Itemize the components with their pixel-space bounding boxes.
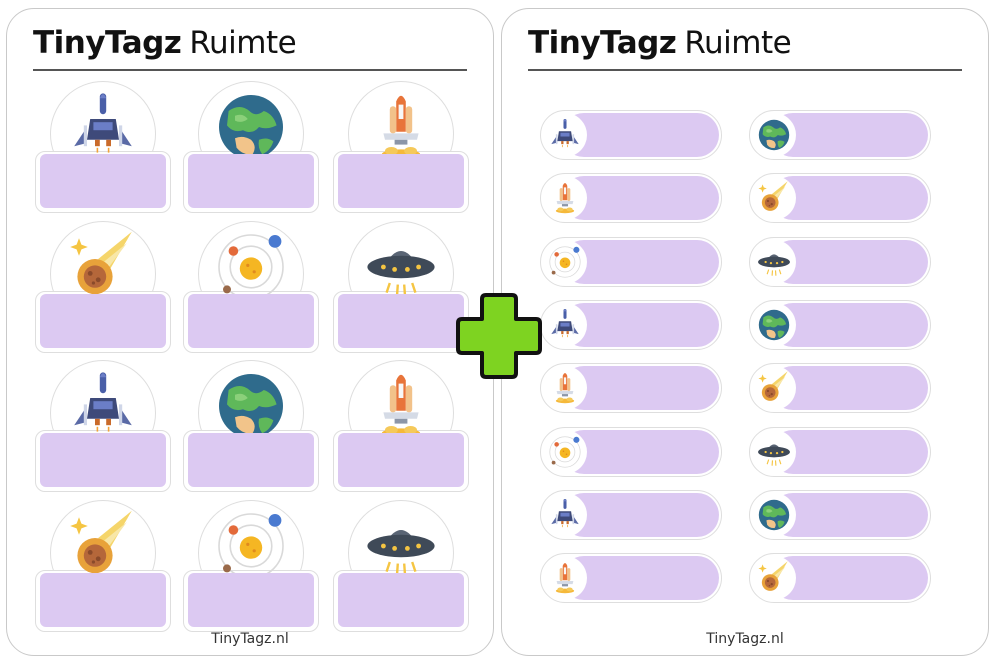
label-write-area [188, 154, 314, 208]
label-write-area [771, 430, 928, 474]
small-name-label [749, 237, 931, 287]
label-write-area [562, 493, 719, 537]
shuttle-icon [555, 373, 575, 404]
large-name-label [333, 221, 469, 353]
large-name-label [183, 221, 319, 353]
rocket-icon [74, 372, 132, 432]
earth-icon [219, 374, 283, 438]
sheet-subtitle: Ruimte [189, 25, 297, 61]
small-name-label [540, 300, 722, 350]
small-name-label [749, 427, 931, 477]
small-name-label [749, 300, 931, 350]
large-name-label [333, 500, 469, 632]
earth-icon [758, 119, 790, 151]
small-name-label [540, 427, 722, 477]
small-name-label [749, 173, 931, 223]
earth-icon [758, 499, 790, 531]
small-name-label [540, 173, 722, 223]
label-write-area [338, 433, 464, 487]
label-write-area [188, 294, 314, 348]
ufo-icon [367, 251, 435, 296]
label-write-area [40, 294, 166, 348]
large-name-label [183, 81, 319, 213]
large-name-label [35, 360, 171, 492]
sheet-footer: TinyTagz.nl [211, 631, 289, 647]
comet-icon [70, 231, 132, 295]
large-name-label [183, 360, 319, 492]
small-name-label [749, 110, 931, 160]
small-name-label [540, 110, 722, 160]
label-write-area [188, 433, 314, 487]
label-write-area [338, 154, 464, 208]
large-name-label [333, 360, 469, 492]
label-write-area [771, 176, 928, 220]
rocket-icon [551, 119, 579, 148]
label-write-area [40, 573, 166, 627]
large-name-label [35, 81, 171, 213]
comet-icon [758, 371, 788, 401]
shuttle-icon [555, 563, 575, 594]
ufo-icon [758, 254, 790, 276]
label-write-area [562, 113, 719, 157]
small-name-label [749, 490, 931, 540]
comet-icon [70, 510, 132, 574]
solar-system-icon [549, 246, 581, 278]
solar-system-icon [549, 436, 581, 468]
comet-icon [758, 561, 788, 591]
brand-name: TinyTagz [528, 25, 677, 61]
label-write-area [562, 176, 719, 220]
label-write-area [562, 240, 719, 284]
small-name-label [540, 363, 722, 413]
small-name-label [540, 490, 722, 540]
label-write-area [338, 573, 464, 627]
small-name-label [540, 237, 722, 287]
rocket-icon [74, 93, 132, 153]
sheet-footer: TinyTagz.nl [706, 631, 784, 647]
label-write-area [771, 366, 928, 410]
label-write-area [771, 303, 928, 347]
ufo-icon [758, 444, 790, 466]
sheet-subtitle: Ruimte [684, 25, 792, 61]
label-write-area [562, 303, 719, 347]
label-write-area [771, 493, 928, 537]
label-write-area [40, 154, 166, 208]
comet-icon [758, 181, 788, 211]
label-write-area [338, 294, 464, 348]
label-write-area [40, 433, 166, 487]
label-write-area [562, 556, 719, 600]
large-name-label [35, 500, 171, 632]
rocket-icon [551, 499, 579, 528]
earth-icon [219, 95, 283, 159]
earth-icon [758, 309, 790, 341]
large-name-label [333, 81, 469, 213]
plus-icon [456, 293, 542, 379]
rocket-icon [551, 309, 579, 338]
large-name-label [183, 500, 319, 632]
title-divider [33, 69, 467, 71]
label-write-area [562, 430, 719, 474]
shuttle-icon [555, 183, 575, 214]
small-name-label [540, 553, 722, 603]
small-name-label [749, 363, 931, 413]
title-divider [528, 69, 962, 71]
brand-name: TinyTagz [33, 25, 182, 61]
label-write-area [771, 113, 928, 157]
ufo-icon [367, 530, 435, 575]
label-write-area [188, 573, 314, 627]
label-write-area [771, 240, 928, 284]
label-write-area [562, 366, 719, 410]
label-write-area [771, 556, 928, 600]
large-name-label [35, 221, 171, 353]
small-name-label [749, 553, 931, 603]
